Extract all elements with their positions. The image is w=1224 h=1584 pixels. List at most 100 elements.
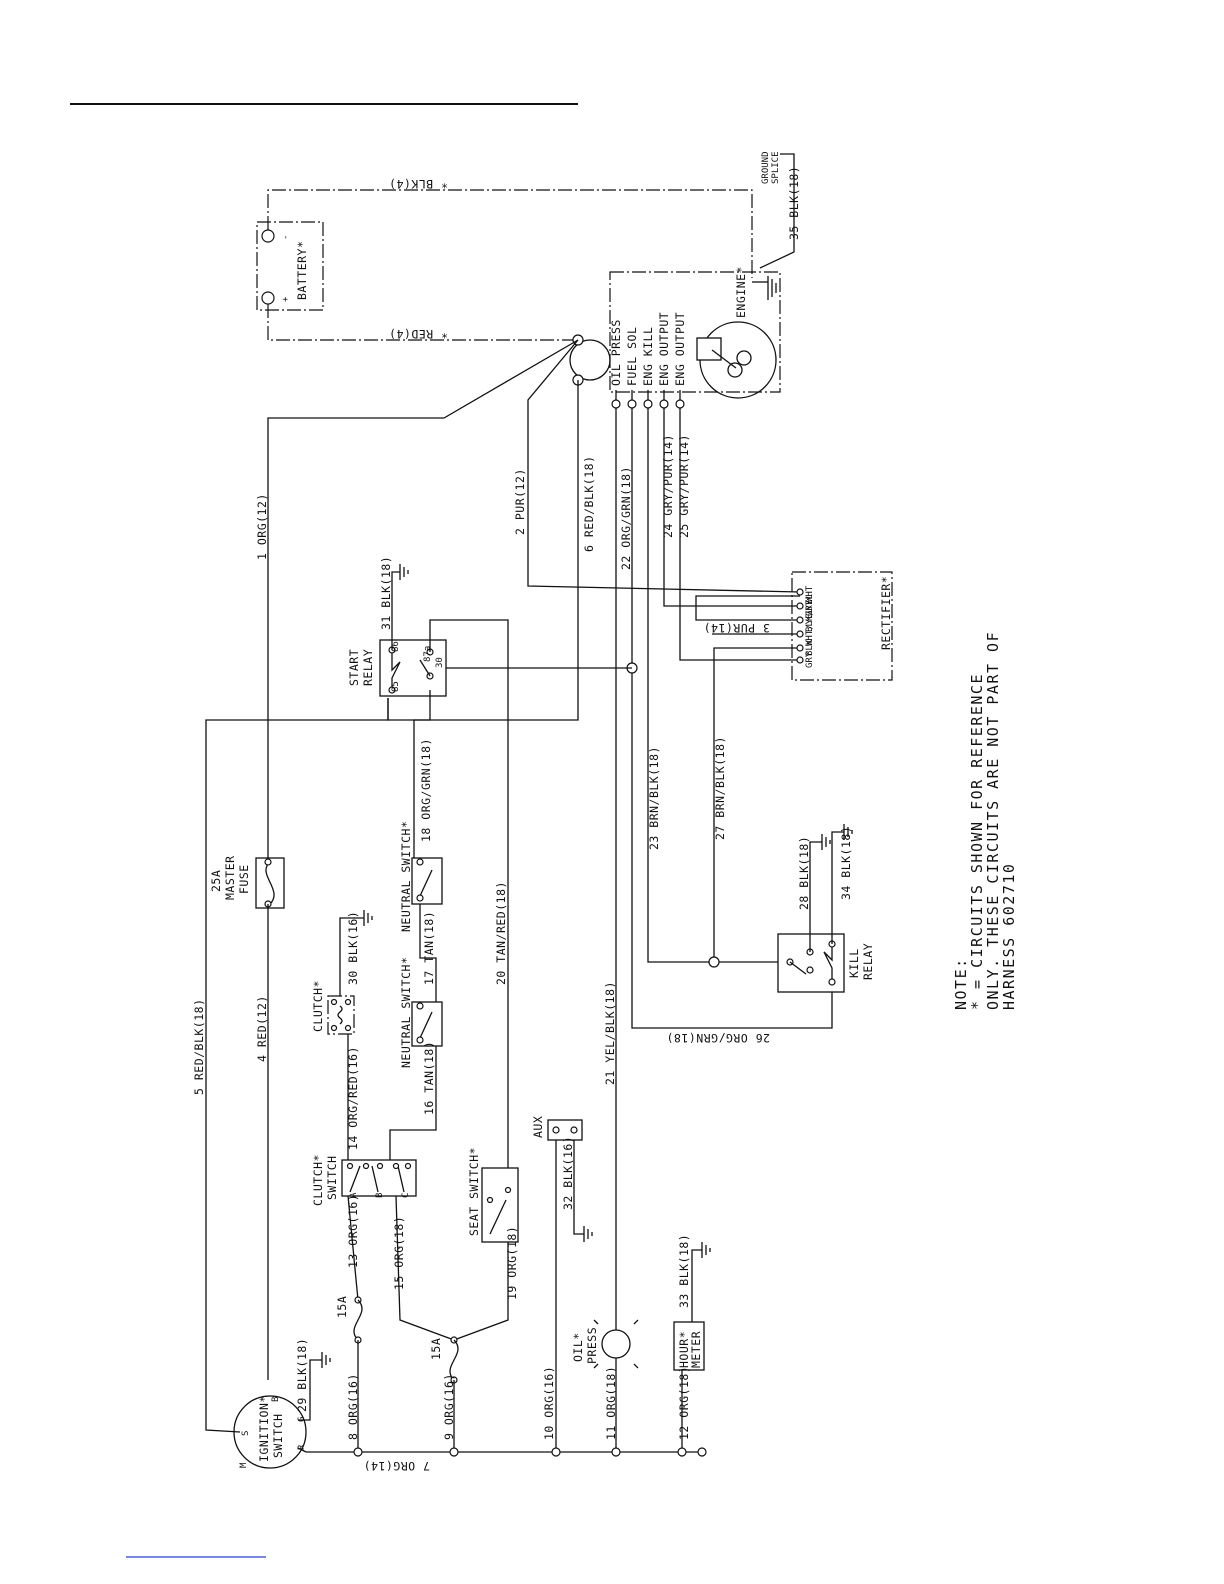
ignition-pin-s: S xyxy=(241,1431,251,1436)
blk4-label: * BLK(4) xyxy=(389,177,448,191)
ground-splice-label-1: GROUND xyxy=(761,151,771,184)
note-line-2: * = CIRCUITS SHOWN FOR REFERENCE xyxy=(968,673,986,1010)
engine-term-eng-kill: ENG KILL xyxy=(641,327,655,386)
wire-17-label: 17 TAN(18) xyxy=(422,911,436,985)
wire-16-label: 16 TAN(18) xyxy=(422,1041,436,1115)
hour-meter-box xyxy=(673,1321,705,1371)
rect-term-wht: WHT xyxy=(805,585,815,602)
note-line-4: HARNESS 602710 xyxy=(1000,863,1018,1010)
engine-box xyxy=(609,271,781,393)
wire-19-label: 19 ORG(18) xyxy=(505,1226,519,1300)
ground-splice-label-2: SPLICE xyxy=(771,151,781,184)
clutch-switch-label-1: CLUTCH* xyxy=(311,1154,325,1206)
rectifier-box xyxy=(791,571,893,681)
wire-7-label: 7 ORG(14) xyxy=(363,1459,430,1473)
fuse-15a-2-label: 15A xyxy=(429,1338,443,1360)
hour-meter-label-1: HOUR* xyxy=(677,1331,691,1368)
hour-meter-label-2: METER xyxy=(689,1331,703,1368)
wire-14-label: 14 ORG/RED(16) xyxy=(346,1046,360,1150)
wire-25-label: 25 GRY/PUR(14) xyxy=(677,434,691,538)
start-relay-pin-87a: 87a xyxy=(423,646,433,662)
aux-connector xyxy=(547,1119,583,1141)
kill-relay-label-2: RELAY xyxy=(861,943,875,980)
rect-term-wht-yel: WHT/YEL xyxy=(805,608,815,646)
ignition-switch-label-1: IGNITION* xyxy=(257,1395,271,1462)
master-fuse-label-3: FUSE xyxy=(237,864,251,894)
reference-circuits: - + BATTERY* * BLK(4) * RED(4) ENGINE* O… xyxy=(256,151,893,1035)
rect-term-gry: GRY xyxy=(805,599,815,616)
wire-20-label: 20 TAN/RED(18) xyxy=(494,881,508,985)
battery-neg-label: - xyxy=(281,235,291,240)
start-relay-pin-86: 86 xyxy=(391,641,401,652)
red4-label: * RED(4) xyxy=(389,327,448,341)
wire-24-label: 24 GRY/PUR(14) xyxy=(661,434,675,538)
wire-15-label: 15 ORG(18) xyxy=(392,1216,406,1290)
wire-1-label: 1 ORG(12) xyxy=(255,493,269,560)
aux-label: AUX xyxy=(531,1116,545,1138)
wire-13-label: 13 ORG(16) xyxy=(346,1194,360,1268)
neutral-switch-2-label: NEUTRAL SWITCH* xyxy=(399,957,413,1068)
wire-6-label: 6 RED/BLK(18) xyxy=(582,455,596,552)
rectifier-label: RECTIFIER* xyxy=(879,576,893,650)
clutch-box xyxy=(327,995,355,1035)
wire-2-label: 2 PUR(12) xyxy=(513,468,527,535)
rect-term-blk-yel: BLK/YEL xyxy=(805,594,815,632)
start-relay-pin-30: 30 xyxy=(435,657,445,668)
wire-9-label: 9 ORG(16) xyxy=(442,1373,456,1440)
ignition-switch xyxy=(233,1395,307,1469)
wire-5-label: 5 RED/BLK(18) xyxy=(192,998,206,1095)
fuse-15a-1-label: 15A xyxy=(335,1296,349,1318)
ignition-pin-m: M xyxy=(239,1462,249,1468)
neutral-switch-1-label: NEUTRAL SWITCH* xyxy=(399,821,413,932)
wire-30-label: 30 BLK(16) xyxy=(346,911,360,985)
wire-10-label: 10 ORG(16) xyxy=(542,1366,556,1440)
battery-box xyxy=(256,221,324,311)
note-line-3: ONLY. THESE CIRCUITS ARE NOT PART OF xyxy=(984,631,1002,1010)
seat-switch-box xyxy=(481,1167,519,1243)
oil-press-lamp xyxy=(601,1329,631,1359)
seat-switch-label: SEAT SWITCH* xyxy=(467,1147,481,1236)
master-fuse-label-2: MASTER xyxy=(223,855,237,900)
wire-22-label: 22 ORG/GRN(18) xyxy=(619,466,633,570)
start-relay-pin-85: 85 xyxy=(391,681,401,692)
wire-27-label: 27 BRN/BLK(18) xyxy=(713,736,727,840)
wire-33-label: 33 BLK(18) xyxy=(677,1234,691,1308)
clutch-switch-pin-c: C xyxy=(401,1193,411,1198)
wire-31-label: 31 BLK(18) xyxy=(379,556,393,630)
note-block: NOTE: * = CIRCUITS SHOWN FOR REFERENCE O… xyxy=(952,631,1018,1010)
wire-32-label: 32 BLK(16) xyxy=(561,1136,575,1210)
clutch-switch-label-2: SWITCH xyxy=(325,1155,339,1200)
ignition-pin-r: R xyxy=(297,1444,307,1450)
wire-21-label: 21 YEL/BLK(18) xyxy=(603,981,617,1085)
wire-23-label: 23 BRN/BLK(18) xyxy=(647,746,661,850)
wire-28-label: 28 BLK(18) xyxy=(797,836,811,910)
wire-29-label: 29 BLK(18) xyxy=(295,1338,309,1412)
wire-3-label: 3 PUR(14) xyxy=(703,621,770,635)
wire-34-label: 34 BLK(18) xyxy=(839,826,853,900)
engine-term-oil-press: OIL PRESS xyxy=(609,319,623,386)
ignition-pin-b: B xyxy=(271,1397,281,1402)
engine-label: ENGINE* xyxy=(734,266,748,318)
ignition-pin-g: G xyxy=(297,1417,307,1422)
ignition-switch-label-2: SWITCH xyxy=(271,1413,285,1458)
rect-term-gry-2: GRY xyxy=(805,651,815,668)
engine-term-eng-output-1: ENG OUTPUT xyxy=(657,312,671,386)
kill-relay-label-1: KILL xyxy=(847,948,861,978)
battery-label: BATTERY* xyxy=(295,241,309,300)
oil-press-label-1: OIL* xyxy=(571,1332,585,1362)
clutch-switch-pin-a: A xyxy=(349,1192,359,1198)
clutch-label: CLUTCH* xyxy=(311,980,325,1032)
oil-press-label-2: PRESS xyxy=(585,1327,599,1364)
wire-35-label: 35 BLK(18) xyxy=(787,166,801,240)
wire-11-label: 11 ORG(18) xyxy=(604,1366,618,1440)
wire-18-label: 18 ORG/GRN(18) xyxy=(419,738,433,842)
battery-pos-label: + xyxy=(281,296,291,302)
start-relay-label-1: START xyxy=(347,649,361,686)
clutch-switch-pin-b: B xyxy=(375,1193,385,1198)
starter-solenoid xyxy=(569,339,611,381)
engine-term-eng-output-2: ENG OUTPUT xyxy=(673,312,687,386)
note-line-1: NOTE: xyxy=(952,957,970,1010)
wire-26-label: 26 ORG/GRN(18) xyxy=(666,1031,770,1045)
rect-term-blk: BLK xyxy=(805,639,815,656)
